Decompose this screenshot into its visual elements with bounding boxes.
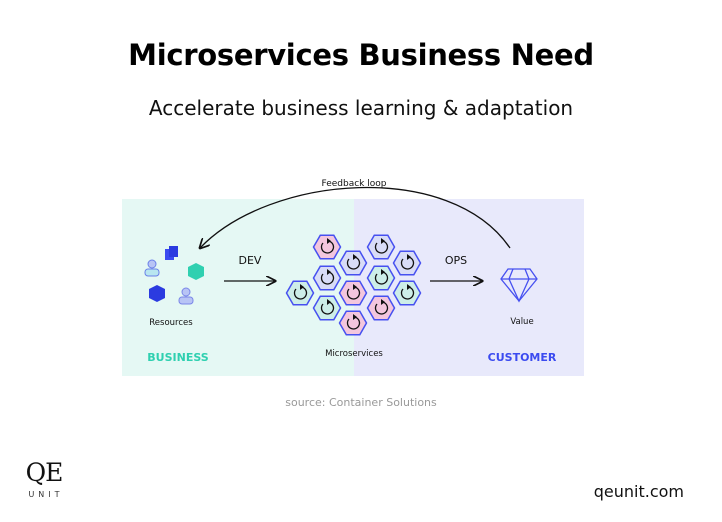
- business-label: BUSINESS: [147, 351, 208, 364]
- microservice-hexagon: [338, 310, 368, 336]
- refresh-icon: [320, 301, 335, 315]
- refresh-icon: [346, 256, 361, 270]
- microservice-hexagon: [366, 234, 396, 260]
- resources-label: Resources: [149, 318, 193, 328]
- microservice-hexagon: [392, 280, 422, 306]
- diamond-icon: [500, 268, 538, 303]
- microservice-hexagon: [285, 280, 315, 306]
- logo-sub: UNIT: [28, 490, 64, 499]
- source-caption: source: Container Solutions: [285, 396, 437, 409]
- website-link[interactable]: qeunit.com: [593, 482, 684, 501]
- page-subtitle: Accelerate business learning & adaptatio…: [148, 96, 574, 120]
- user-icon: [178, 287, 194, 305]
- resources-icons: [144, 246, 204, 305]
- value-label: Value: [510, 317, 533, 327]
- refresh-arrowhead: [407, 284, 411, 290]
- microservice-hexagon: [312, 265, 342, 291]
- refresh-icon: [374, 240, 389, 254]
- refresh-arrowhead: [407, 254, 411, 260]
- refresh-icon: [320, 240, 335, 254]
- refresh-arrowhead: [353, 254, 357, 260]
- microservice-hexagon: [312, 234, 342, 260]
- refresh-arrowhead: [381, 238, 385, 244]
- refresh-icon: [374, 301, 389, 315]
- microservice-hexagons: [285, 234, 422, 336]
- feedback-loop-arrow: [200, 186, 511, 248]
- refresh-arrowhead: [353, 314, 357, 320]
- microservice-hexagon: [392, 250, 422, 276]
- customer-label: CUSTOMER: [488, 351, 557, 364]
- refresh-arrowhead: [300, 284, 304, 290]
- microservice-hexagon: [312, 295, 342, 321]
- microservice-hexagon: [366, 265, 396, 291]
- refresh-arrowhead: [327, 238, 331, 244]
- refresh-arrowhead: [327, 269, 331, 275]
- microservice-hexagon: [366, 295, 396, 321]
- refresh-icon: [346, 316, 361, 330]
- cube-icon: [149, 285, 165, 302]
- refresh-icon: [320, 271, 335, 285]
- microservices-label: Microservices: [325, 349, 383, 359]
- cube-icon: [188, 263, 204, 280]
- refresh-arrowhead: [353, 284, 357, 290]
- refresh-icon: [346, 286, 361, 300]
- customer-panel: [354, 199, 584, 376]
- feedback-label: Feedback loop: [322, 179, 387, 189]
- refresh-icon: [400, 256, 415, 270]
- ops-label: OPS: [445, 254, 467, 267]
- refresh-arrowhead: [327, 299, 331, 305]
- qe-unit-logo: QE UNIT: [22, 458, 66, 500]
- page-title: Microservices Business Need: [128, 38, 594, 72]
- document-icon: [165, 246, 178, 260]
- microservice-hexagon: [338, 280, 368, 306]
- dev-label: DEV: [239, 254, 262, 267]
- refresh-arrowhead: [381, 299, 385, 305]
- user-icon: [144, 259, 160, 277]
- refresh-icon: [293, 286, 308, 300]
- refresh-icon: [374, 271, 389, 285]
- refresh-arrowhead: [381, 269, 385, 275]
- logo-main: QE: [25, 458, 64, 487]
- microservice-hexagon: [338, 250, 368, 276]
- refresh-icon: [400, 286, 415, 300]
